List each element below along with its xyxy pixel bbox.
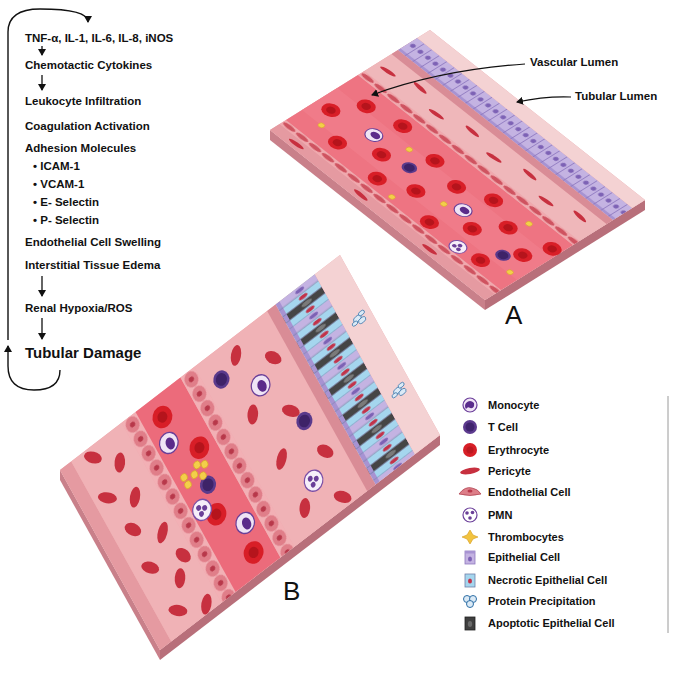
flow-step: Adhesion Molecules (25, 141, 136, 155)
bullet-item: • E- Selectin (33, 195, 99, 209)
flow-outcome: Tubular Damage (25, 344, 141, 362)
callout-label: Vascular Lumen (530, 55, 618, 69)
flow-step: Coagulation Activation (25, 119, 150, 133)
pericytes (276, 60, 591, 290)
flow-step: TNF-α, IL-1, IL-6, IL-8, iNOS (25, 31, 173, 45)
legend-text: Epithelial Cell (488, 550, 560, 564)
legend-text: PMN (488, 508, 512, 522)
flow-step: Leukocyte Infiltration (25, 94, 141, 108)
blood-cells (141, 327, 353, 583)
swollen-pericytes (73, 317, 361, 641)
bullet-item: • P- Selectin (33, 213, 99, 227)
legend-symbols (459, 396, 668, 633)
tissue-section-b (60, 255, 441, 660)
flow-step: Renal Hypoxia/ROS (25, 301, 132, 315)
legend-text: Erythrocyte (488, 443, 549, 457)
legend-text: Necrotic Epithelial Cell (488, 573, 607, 587)
bullet-item: • ICAM-1 (33, 159, 80, 173)
legend-text: Thrombocytes (488, 530, 564, 544)
flow-step: Chemotactic Cytokines (25, 58, 152, 72)
legend-text: Apoptotic Epithelial Cell (488, 616, 615, 630)
callout-label: Tubular Lumen (575, 89, 657, 103)
flow-step: Endothelial Cell Swelling (25, 235, 161, 249)
flow-step: Interstitial Tissue Edema (25, 258, 160, 272)
legend-text: Monocyte (488, 398, 539, 412)
legend-text: T Cell (488, 420, 518, 434)
leader-line (372, 64, 571, 102)
legend-text: Protein Precipitation (488, 594, 596, 608)
protein-precipitation (349, 309, 408, 401)
legend-text: Pericyte (488, 464, 531, 478)
flow-arrow (41, 46, 42, 339)
legend-text: Endothelial Cell (488, 485, 571, 499)
panel-letter: B (283, 576, 300, 606)
bullet-item: • VCAM-1 (33, 177, 84, 191)
blood-cells (292, 83, 569, 291)
panel-letter: A (505, 300, 522, 330)
